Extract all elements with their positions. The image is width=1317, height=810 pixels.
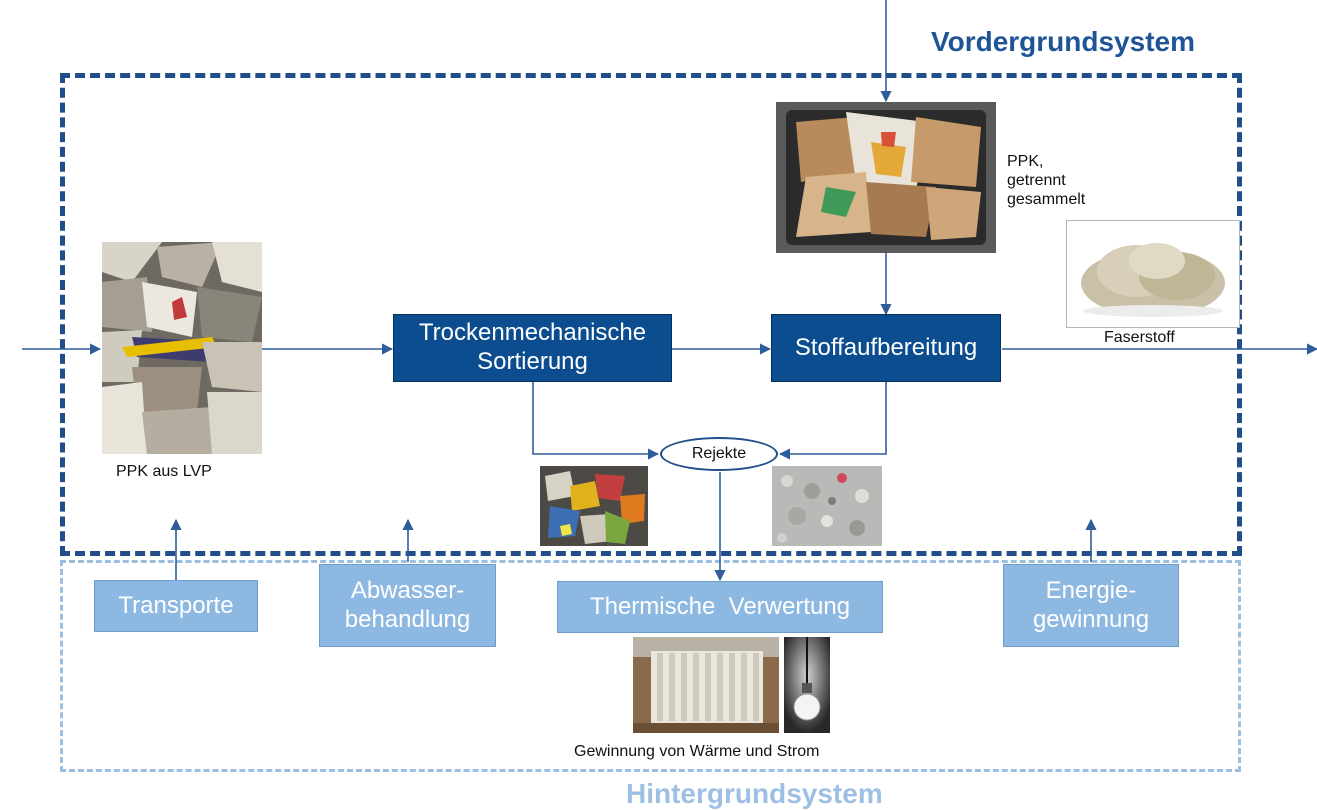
light-bulb-photo xyxy=(784,637,830,733)
background-transport-box: Transporte xyxy=(94,580,258,632)
heat-power-label: Gewinnung von Wärme und Strom xyxy=(574,743,820,760)
background-wastewater-box: Abwasser- behandlung xyxy=(319,564,496,647)
ppk-separate-label: PPK, getrennt gesammelt xyxy=(1007,152,1085,210)
ppk-lvp-label: PPK aus LVP xyxy=(116,463,212,480)
process-sorting-line-2: Sortierung xyxy=(477,348,588,375)
transport-label: Transporte xyxy=(118,591,234,619)
ppk-separate-line-3: gesammelt xyxy=(1007,191,1086,209)
rejects-label: Rejekte xyxy=(691,445,747,462)
ppk-separate-line-1: PPK, xyxy=(1007,153,1044,170)
process-dry-mechanical-sorting: Trockenmechanische Sortierung xyxy=(393,314,672,382)
wastewater-line-1: Abwasser- xyxy=(350,576,465,604)
wastewater-line-2: behandlung xyxy=(344,605,471,633)
background-energy-box: Energie- gewinnung xyxy=(1003,564,1179,647)
ppk-separate-line-2: getrennt xyxy=(1007,172,1066,190)
background-thermal-recovery-box: Thermische Verwertung xyxy=(557,581,883,633)
rejects-residue-photo xyxy=(772,466,882,546)
ppk-lvp-photo xyxy=(102,242,262,454)
background-system-frame xyxy=(60,560,1241,772)
background-system-title: Hintergrundsystem xyxy=(626,778,883,809)
rejects-plastics-photo xyxy=(540,466,648,546)
foreground-system-title: Vordergrundsystem xyxy=(931,26,1195,57)
fiber-photo xyxy=(1066,220,1240,328)
process-stock-preparation: Stoffaufbereitung xyxy=(771,314,1001,382)
fiber-label: Faserstoff xyxy=(1104,329,1175,346)
ppk-separate-photo xyxy=(776,102,996,253)
energy-line-1: Energie- xyxy=(1045,576,1137,604)
process-preparation-label: Stoffaufbereitung xyxy=(794,333,978,361)
energy-line-2: gewinnung xyxy=(1032,605,1150,633)
thermal-label: Thermische Verwertung xyxy=(589,592,851,620)
rejects-node: Rejekte xyxy=(660,437,778,471)
process-sorting-line-1: Trockenmechanische xyxy=(418,319,647,347)
arrow-preparation-to-rejects xyxy=(778,382,887,460)
arrow-sorting-to-rejects xyxy=(532,382,660,460)
radiator-photo xyxy=(633,637,779,733)
